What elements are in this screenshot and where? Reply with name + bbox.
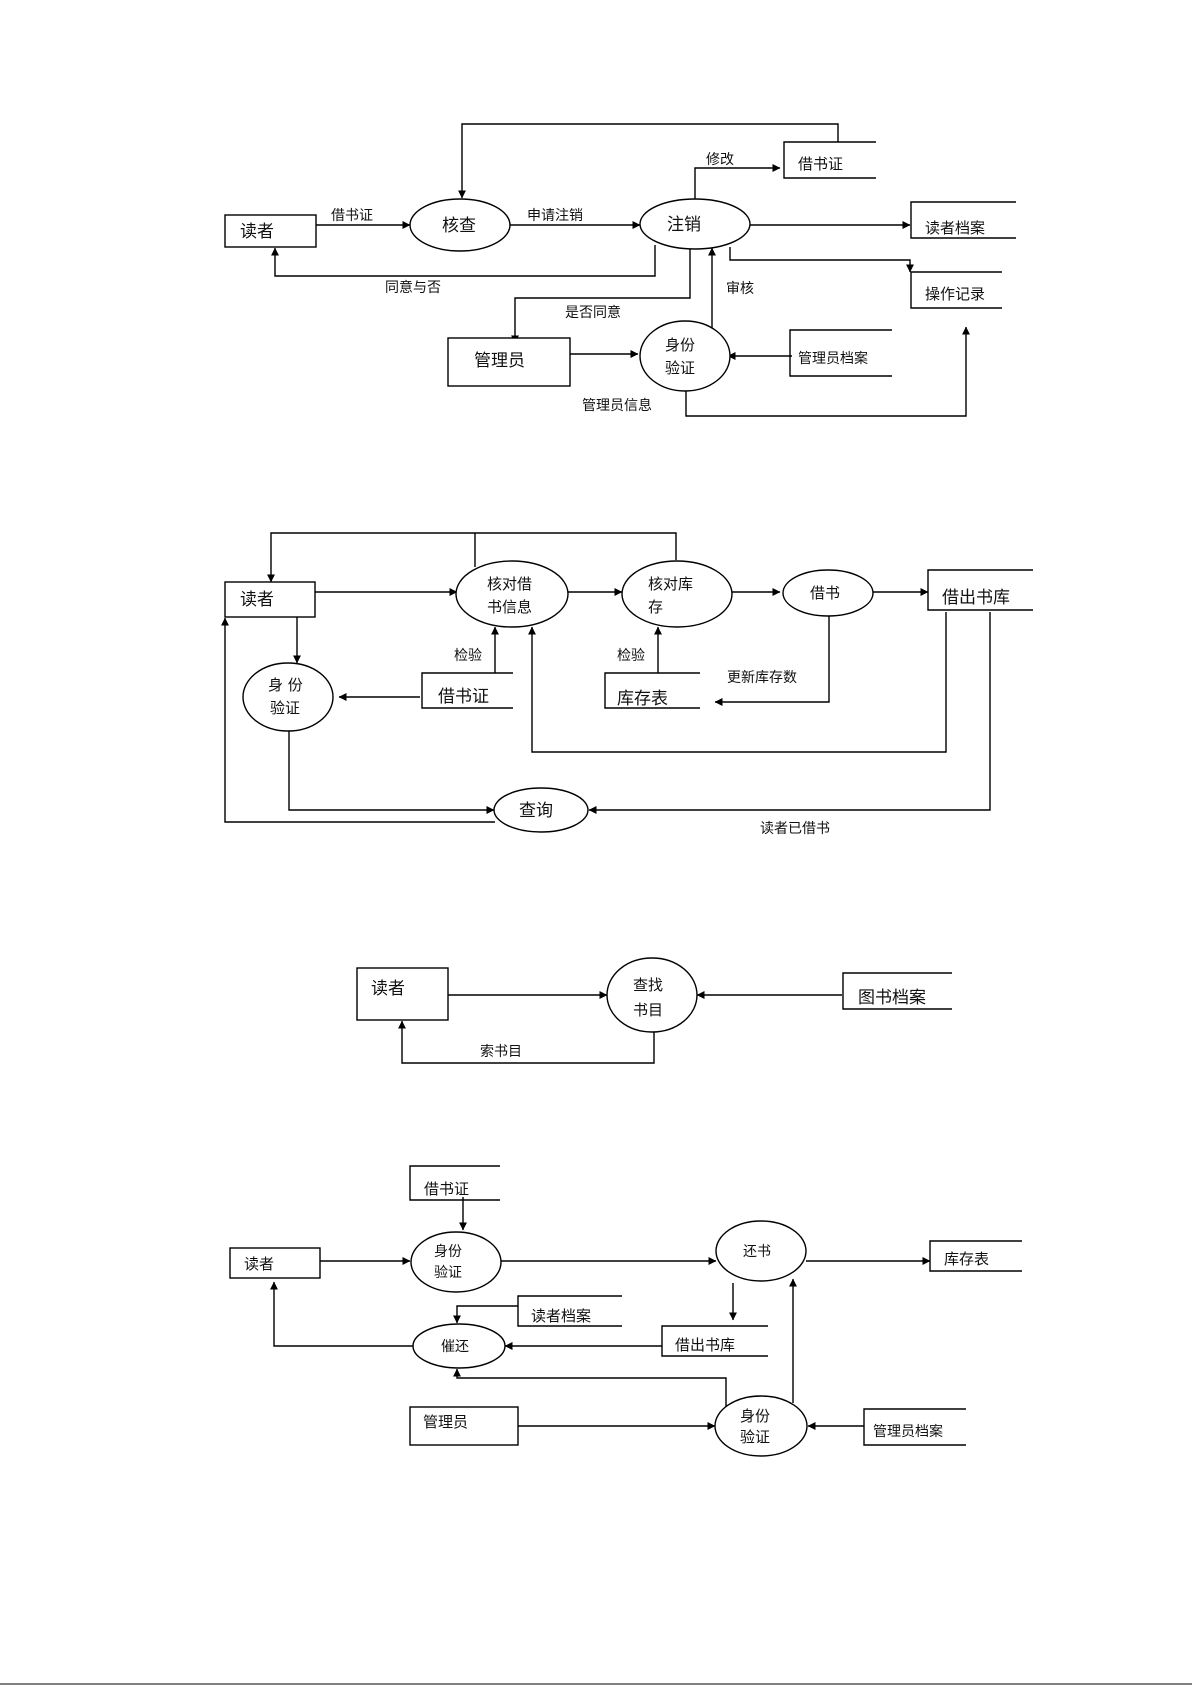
entity-reader-label: 读者 <box>244 1255 274 1273</box>
flow-auth-to-remind <box>457 1369 726 1410</box>
process-auth-1-label-1: 身份 <box>434 1244 462 1260</box>
flow-remind-to-reader <box>274 1282 413 1346</box>
flow-auth-to-query <box>289 730 494 810</box>
entity-reader-label: 读者 <box>240 222 274 242</box>
process-find-label-1: 查找 <box>633 976 663 994</box>
store-card-label: 借书证 <box>438 687 489 707</box>
process-check-stock <box>622 561 732 627</box>
process-borrow-label: 借书 <box>810 584 840 602</box>
store-op-log-label: 操作记录 <box>925 285 985 303</box>
entity-reader-label: 读者 <box>240 590 274 610</box>
process-stock-label-1: 核对库 <box>648 575 693 593</box>
process-auth-label-1: 身份 <box>665 336 695 354</box>
store-stock-table-label: 库存表 <box>617 689 668 709</box>
flow-label-index: 索书目 <box>480 1043 522 1060</box>
flow-label-agree-or-not: 同意与否 <box>385 279 441 296</box>
store-reader-file-label: 读者档案 <box>531 1307 591 1325</box>
flow-label-card: 借书证 <box>331 208 373 224</box>
process-find-catalog <box>607 958 697 1032</box>
flow-label-whether-agree: 是否同意 <box>565 304 621 321</box>
flow-label-modify: 修改 <box>706 152 734 168</box>
process-auth-1 <box>411 1232 501 1292</box>
process-auth-2-label-2: 验证 <box>740 1428 770 1446</box>
flow-label-borrowed: 读者已借书 <box>760 820 830 837</box>
flow-store-to-check <box>462 124 838 198</box>
process-query-label: 查询 <box>519 801 553 821</box>
flow-borrowed <box>589 612 990 810</box>
diagram-borrow-books: 读者 核对借 书信息 核对库 存 借书 身 份 验证 查询 借出书库 借书证 库… <box>225 533 1033 837</box>
store-stock-table-label: 库存表 <box>944 1250 989 1268</box>
store-card-label: 借书证 <box>424 1180 469 1198</box>
entity-admin-label: 管理员 <box>423 1413 468 1431</box>
process-auth-1-label-2: 验证 <box>434 1265 462 1281</box>
diagram-return-books: 读者 管理员 身份 验证 还书 催还 身份 验证 借书证 库存表 读者档案 借出… <box>230 1166 1022 1456</box>
process-return-label: 还书 <box>743 1244 771 1260</box>
process-auth <box>243 663 333 731</box>
process-auth-2-label-1: 身份 <box>740 1407 770 1425</box>
store-card-label: 借书证 <box>798 155 843 173</box>
flow-update-stock <box>715 610 829 702</box>
flow-label-check1: 检验 <box>454 648 482 664</box>
entity-admin-label: 管理员 <box>474 351 525 371</box>
flow-label-check2: 检验 <box>617 648 645 664</box>
process-auth-label-2: 验证 <box>665 359 695 377</box>
flow-label-apply: 申请注销 <box>527 208 583 224</box>
flow-modify-card <box>695 168 780 200</box>
process-verify-label-1: 核对借 <box>487 575 532 593</box>
process-auth-2 <box>715 1396 807 1456</box>
store-admin-file-label: 管理员档案 <box>798 350 868 367</box>
flow-reader-file-to-remind <box>457 1306 518 1323</box>
process-auth-label-1: 身 份 <box>268 676 303 694</box>
process-verify-info <box>456 561 568 627</box>
diagram-search-catalog: 读者 查找 书目 图书档案 索书目 <box>357 958 952 1063</box>
process-auth <box>640 321 730 391</box>
flow-index <box>402 1021 654 1063</box>
diagram-card-cancellation: 读者 管理员 核查 注销 身份 验证 借书证 读者档案 操作记录 管理员档案 借… <box>225 124 1016 416</box>
flow-label-update: 更新库存数 <box>727 670 797 686</box>
process-stock-label-2: 存 <box>648 598 663 616</box>
store-reader-file-label: 读者档案 <box>925 219 985 237</box>
process-remind-label: 催还 <box>441 1339 469 1355</box>
flow-label-audit: 审核 <box>726 281 754 297</box>
process-auth-label-2: 验证 <box>270 699 300 717</box>
process-verify-label-2: 书信息 <box>487 598 532 616</box>
process-cancel-label: 注销 <box>667 215 701 235</box>
store-admin-file-label: 管理员档案 <box>873 1423 943 1440</box>
store-lent-label: 借出书库 <box>942 588 1010 608</box>
store-book-file-label: 图书档案 <box>858 988 926 1008</box>
flow-label-admin-info: 管理员信息 <box>582 397 652 414</box>
process-check-label: 核查 <box>442 216 476 236</box>
entity-reader-label: 读者 <box>371 979 405 999</box>
flow-admin-info <box>686 327 966 416</box>
flow-to-op-log <box>730 247 910 272</box>
process-find-label-2: 书目 <box>633 1001 663 1019</box>
store-lent-label: 借出书库 <box>675 1336 735 1354</box>
